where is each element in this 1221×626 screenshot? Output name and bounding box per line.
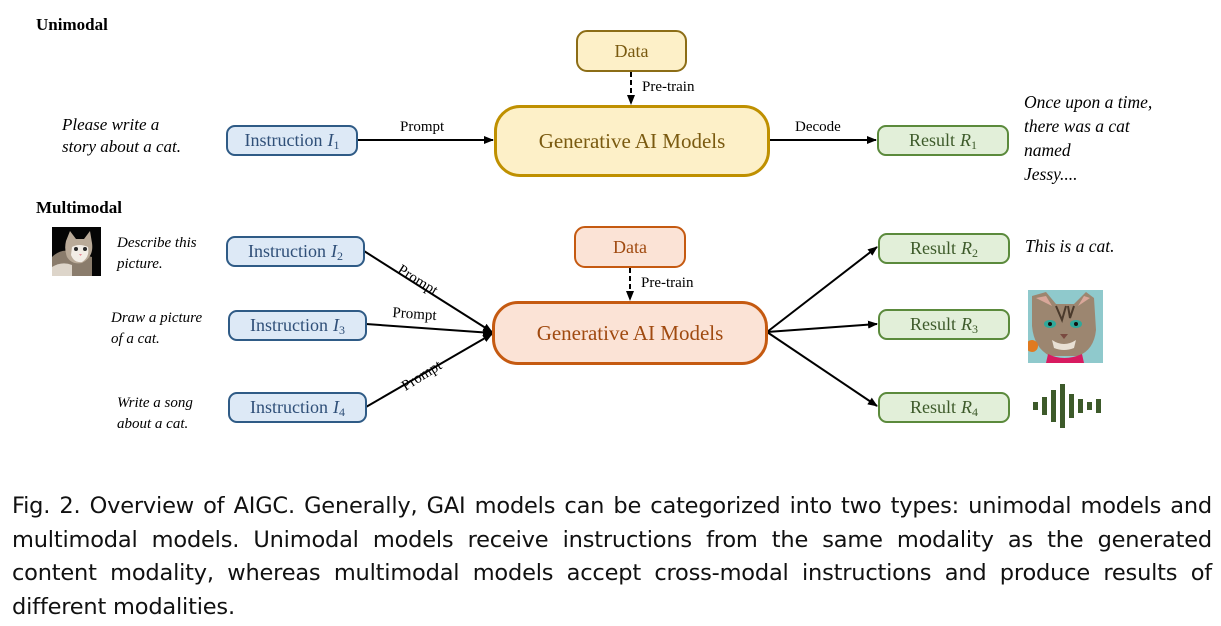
generative-ai-model-uni: Generative AI Models — [494, 105, 770, 177]
result-text-output: This is a cat. — [1025, 236, 1115, 256]
result-sub: 2 — [972, 246, 978, 260]
result-var: R — [961, 314, 972, 334]
generated-cat-image — [1028, 290, 1103, 363]
instruction-var: I — [327, 130, 334, 150]
result-arrow-r3 — [766, 320, 878, 333]
instruction-sub: 4 — [339, 405, 345, 419]
result-var: R — [961, 397, 972, 417]
input-text-line: Describe this — [117, 235, 197, 251]
unimodal-title: Unimodal — [36, 15, 108, 34]
result-var: R — [960, 130, 971, 150]
instruction-label: Instruction — [244, 130, 323, 150]
prompt-arrow-i3 — [365, 323, 493, 337]
figure-caption: Fig. 2. Overview of AIGC. Generally, GAI… — [12, 493, 1212, 620]
input-text-line: about a cat. — [117, 416, 189, 432]
unimodal-output-text: Once upon a time, there was a cat named … — [1024, 90, 1152, 186]
data-box-uni: Data — [576, 30, 687, 72]
multimodal-input-text-3: Write a song about a cat. — [117, 393, 193, 435]
instruction-sub: 3 — [339, 323, 345, 337]
output-text-line: there was a cat — [1024, 116, 1130, 136]
output-text-line: Once upon a time, — [1024, 92, 1153, 112]
instruction-label: Instruction — [250, 397, 328, 417]
result-sub: 4 — [972, 405, 978, 419]
generative-ai-model-multi: Generative AI Models — [492, 301, 768, 365]
input-text-line: Draw a picture — [111, 310, 203, 326]
instruction-var: I — [333, 397, 339, 417]
prompt-arrow-i2 — [363, 250, 493, 333]
result-label: Result — [908, 130, 955, 150]
instruction-label: Instruction — [248, 241, 326, 261]
prompt-label-i3: Prompt — [391, 305, 438, 325]
result-label: Result — [909, 238, 956, 258]
input-text-line: story about a cat. — [62, 137, 181, 156]
input-text-line: Write a song — [117, 395, 193, 411]
instruction-sub: 2 — [337, 249, 343, 263]
input-text-line: Please write a — [62, 115, 160, 134]
prompt-arrow-i4 — [365, 333, 493, 408]
decode-label: Decode — [795, 119, 841, 135]
multimodal-input-text-2: Draw a picture of a cat. — [111, 308, 202, 350]
multimodal-title: Multimodal — [36, 198, 122, 217]
result-label: Result — [909, 314, 956, 334]
result-label: Result — [909, 397, 956, 417]
pretrain-label-uni: Pre-train — [642, 79, 695, 95]
result-var: R — [961, 238, 972, 258]
instruction-var: I — [331, 241, 337, 261]
output-text-line: Jessy.... — [1024, 164, 1078, 184]
cat-photo-input — [52, 227, 101, 276]
data-box-multi: Data — [574, 226, 686, 268]
instruction-label: Instruction — [250, 315, 328, 335]
multimodal-input-text-1: Describe this picture. — [117, 233, 197, 275]
result-arrow-r2 — [766, 246, 878, 333]
result-arrow-r4 — [766, 331, 878, 407]
unimodal-input-text: Please write a story about a cat. — [62, 114, 181, 158]
pretrain-label-multi: Pre-train — [641, 275, 694, 291]
instruction-sub: 1 — [333, 138, 340, 152]
connector-lines — [357, 72, 878, 408]
audio-waveform-icon — [1032, 384, 1104, 428]
input-text-line: picture. — [117, 256, 163, 272]
prompt-label-uni: Prompt — [400, 119, 445, 135]
instruction-var: I — [333, 315, 339, 335]
result-sub: 3 — [972, 322, 978, 336]
result-sub: 1 — [971, 138, 977, 152]
input-text-line: of a cat. — [111, 331, 160, 347]
output-text-line: named — [1024, 140, 1071, 160]
